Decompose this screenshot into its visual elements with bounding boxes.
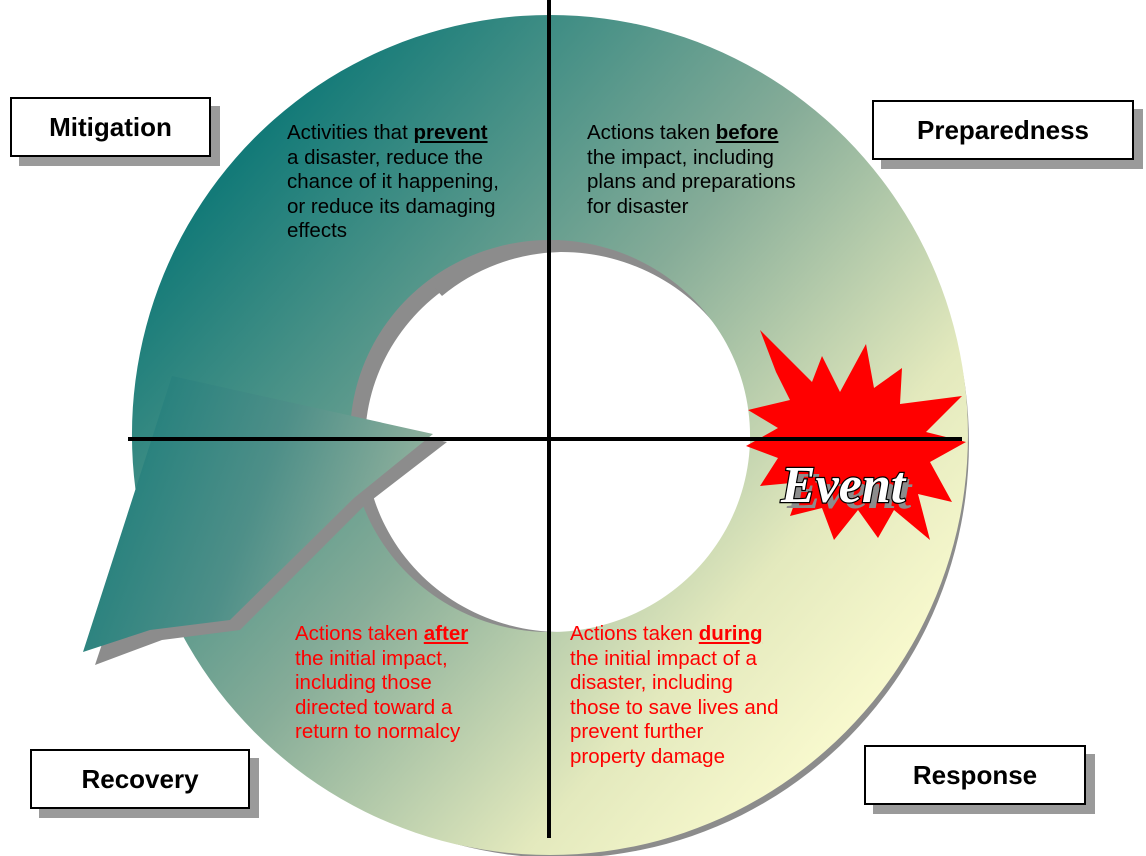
mitigation-label: Mitigation — [49, 111, 172, 142]
mitigation-label-box: Mitigation — [10, 97, 211, 157]
recovery-keyword: after — [423, 622, 469, 645]
event-label: Event — [780, 457, 907, 514]
preparedness-keyword: before — [715, 121, 779, 144]
event-label-shadow: Event — [786, 463, 913, 520]
inner-shadow — [433, 240, 560, 296]
response-label: Response — [912, 759, 1038, 790]
starburst-icon — [746, 330, 966, 540]
preparedness-description: Actions taken before the impact, includi… — [587, 121, 796, 218]
mitigation-description: Activities that prevent a disaster, redu… — [287, 121, 499, 242]
recovery-arrow — [83, 376, 433, 652]
response-label-box: Response — [864, 745, 1086, 805]
cycle-ring — [131, 15, 968, 855]
preparedness-label-box: Preparedness — [872, 100, 1134, 160]
response-keyword: during — [698, 622, 763, 645]
recovery-label-box: Recovery — [30, 749, 250, 809]
recovery-label: Recovery — [81, 763, 199, 794]
preparedness-label: Preparedness — [917, 114, 1089, 145]
recovery-description: Actions taken after the initial impact, … — [295, 622, 469, 743]
response-description: Actions taken during the initial impact … — [570, 622, 779, 768]
mitigation-keyword: prevent — [413, 121, 488, 144]
